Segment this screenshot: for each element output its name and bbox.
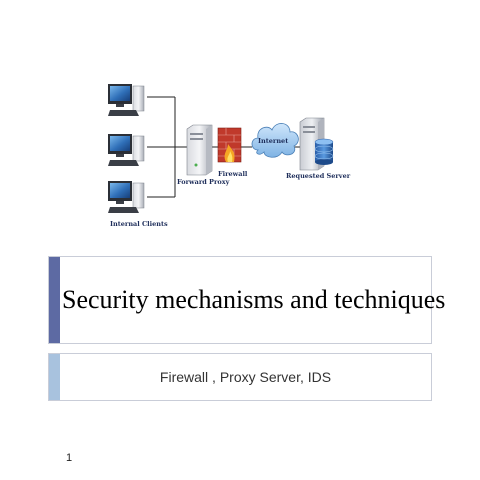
requested-server-label: Requested Server	[286, 172, 351, 180]
subtitle-accent-bar	[49, 354, 60, 400]
connection-lines	[147, 96, 300, 198]
title-box: Security mechanisms and techniques	[48, 256, 446, 344]
proxy-server-icon	[186, 124, 213, 176]
slide-title: Security mechanisms and techniques	[62, 285, 446, 314]
internet-label: Internet	[258, 137, 288, 145]
server-database-icon	[299, 117, 334, 171]
page-number: 1	[66, 452, 73, 464]
network-diagram: Forward Proxy Firewall Internet Requeste…	[108, 84, 351, 228]
internet-cloud-icon	[251, 123, 299, 158]
firewall-label: Firewall	[218, 170, 248, 178]
firewall-icon	[217, 127, 242, 163]
internal-clients-label: Internal Clients	[110, 220, 168, 228]
slide-subtitle: Firewall , Proxy Server, IDS	[159, 369, 332, 385]
title-accent-bar	[49, 257, 60, 343]
subtitle-box: Firewall , Proxy Server, IDS	[48, 353, 432, 401]
computer-icon	[108, 134, 145, 166]
computer-icon	[108, 84, 145, 116]
forward-proxy-label: Forward Proxy	[177, 178, 230, 186]
computer-icon	[108, 181, 145, 213]
